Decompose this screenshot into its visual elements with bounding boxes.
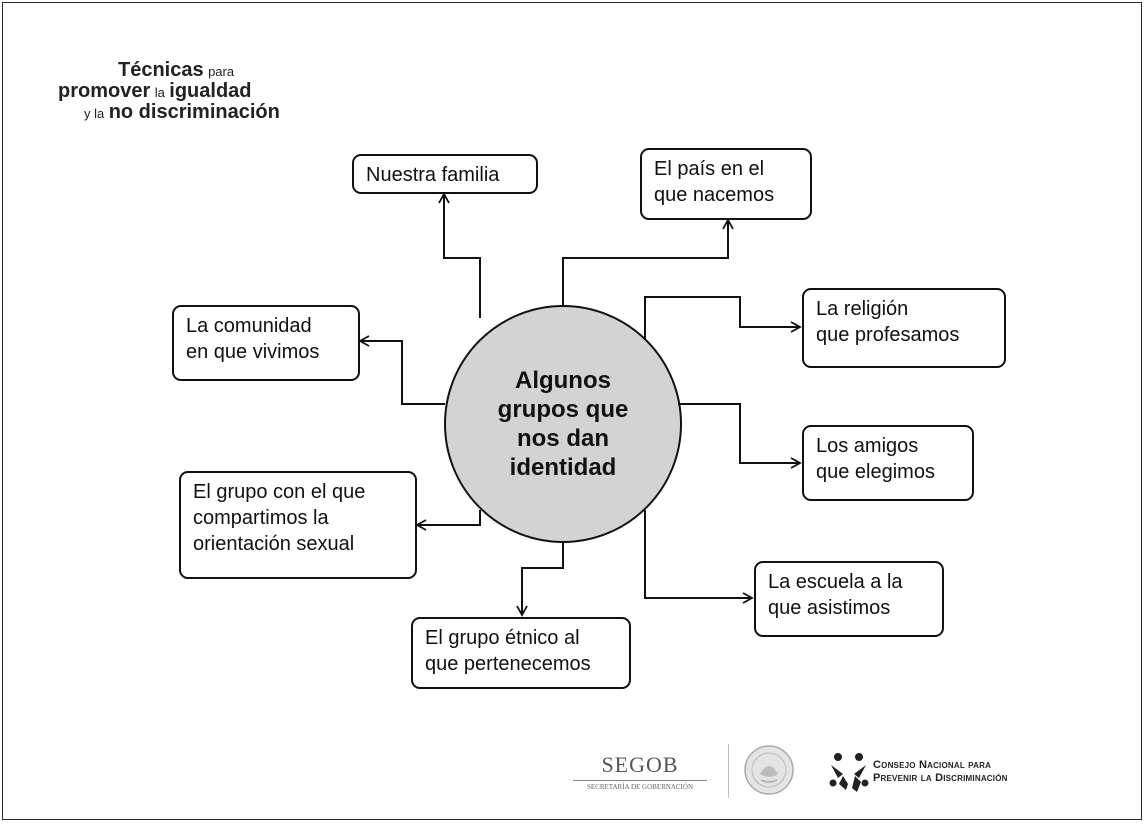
node-comunidad-en-que-vivimos: La comunidad en que vivimos <box>172 305 360 381</box>
logo-divider <box>728 744 729 798</box>
header-word-igualdad: igualdad <box>169 80 252 102</box>
conapred-logo-icon <box>829 753 869 792</box>
conapred-line1: Consejo Nacional para <box>873 759 992 771</box>
header-word-no-discriminacion: no discriminación <box>108 101 280 123</box>
connector-escuela <box>644 510 754 604</box>
document-header: Técnicas para promover la igualdad y la … <box>58 60 280 123</box>
footer-logos: SEGOB SECRETARÍA DE GOBERNACIÓN Consejo … <box>565 742 1085 802</box>
segob-logo: SEGOB SECRETARÍA DE GOBERNACIÓN <box>565 752 715 791</box>
node-orientacion-sexual: El grupo con el que compartimos la orien… <box>179 471 417 579</box>
header-word-tecnicas: Técnicas <box>118 59 204 81</box>
connector-familia <box>438 192 481 318</box>
header-word-la: la <box>154 85 165 100</box>
connector-pais <box>562 218 734 306</box>
node-amigos-que-elegimos: Los amigos que elegimos <box>802 425 974 501</box>
connector-comunidad <box>358 335 445 405</box>
conapred-line2: Prevenir la Discriminación <box>873 772 1008 784</box>
conapred-wordmark: Consejo Nacional para Prevenir la Discri… <box>873 759 1008 785</box>
header-word-y-la: y la <box>84 106 105 121</box>
node-nuestra-familia: Nuestra familia <box>352 154 538 194</box>
node-religion-que-profesamos: La religión que profesamos <box>802 288 1006 368</box>
segob-subtitle: SECRETARÍA DE GOBERNACIÓN <box>573 780 707 791</box>
connector-religion <box>644 296 802 340</box>
connector-orientacion <box>415 510 481 531</box>
header-word-promover: promover <box>58 80 151 102</box>
header-word-para: para <box>208 64 235 79</box>
connector-etnico <box>516 542 564 617</box>
node-pais-en-que-nacemos: El país en el que nacemos <box>640 148 812 220</box>
node-escuela-a-la-que-asistimos: La escuela a la que asistimos <box>754 561 944 637</box>
center-label: Algunos grupos que nos dan identidad <box>497 367 629 481</box>
segob-wordmark: SEGOB <box>601 752 679 777</box>
national-seal-icon <box>744 745 794 795</box>
node-grupo-etnico: El grupo étnico al que pertenecemos <box>411 617 631 689</box>
connector-amigos <box>678 403 802 469</box>
